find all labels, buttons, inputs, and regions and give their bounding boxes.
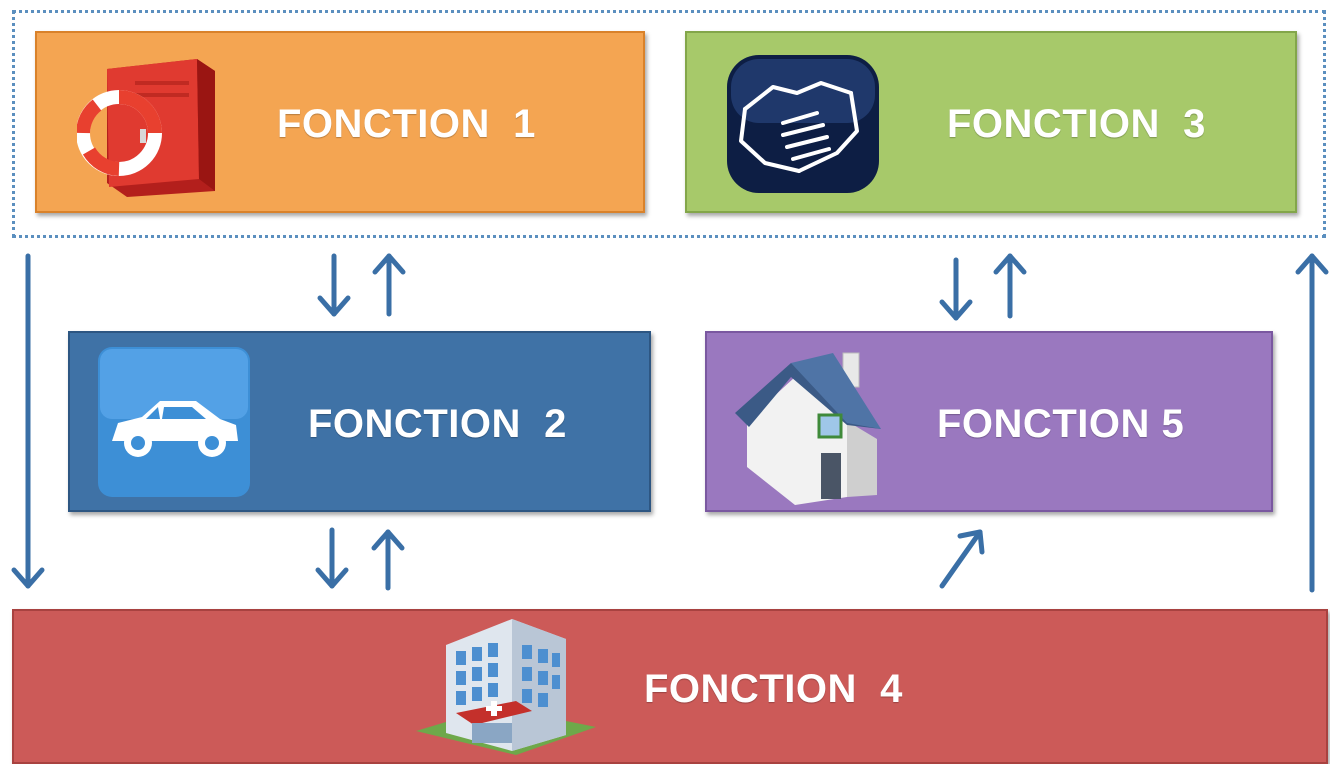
arrow-group-to-f4 (11, 253, 45, 589)
node-fonction-3: FONCTION 3 (685, 31, 1297, 213)
node-fonction-1: FONCTION 1 (35, 31, 645, 213)
node-fonction-2: FONCTION 2 (68, 331, 651, 512)
node-label: FONCTION 4 (644, 667, 903, 711)
node-label: FONCTION 2 (308, 402, 567, 446)
arrow-f4-to-f5 (939, 529, 985, 589)
arrow-f4-to-group (1295, 253, 1329, 593)
node-label: FONCTION 5 (937, 402, 1185, 446)
node-fonction-5: FONCTION 5 (705, 331, 1273, 512)
arrow-f5-to-group (993, 253, 1027, 319)
arrow-group-to-f5 (939, 257, 973, 321)
arrow-f4-to-f2 (371, 529, 405, 591)
handshake-icon (727, 55, 879, 193)
node-label: FONCTION 1 (277, 102, 536, 146)
hospital-icon (416, 619, 596, 755)
lifebuoy-cabinet-icon (77, 59, 215, 197)
node-label: FONCTION 3 (947, 102, 1206, 146)
node-fonction-4: FONCTION 4 (12, 609, 1328, 764)
arrow-group-to-f2 (317, 253, 351, 317)
group-f1-f3-border (12, 10, 1326, 238)
arrow-f2-to-f4 (315, 527, 349, 589)
arrow-f2-to-group (372, 253, 406, 317)
car-icon (98, 347, 250, 497)
house-icon (735, 352, 881, 505)
